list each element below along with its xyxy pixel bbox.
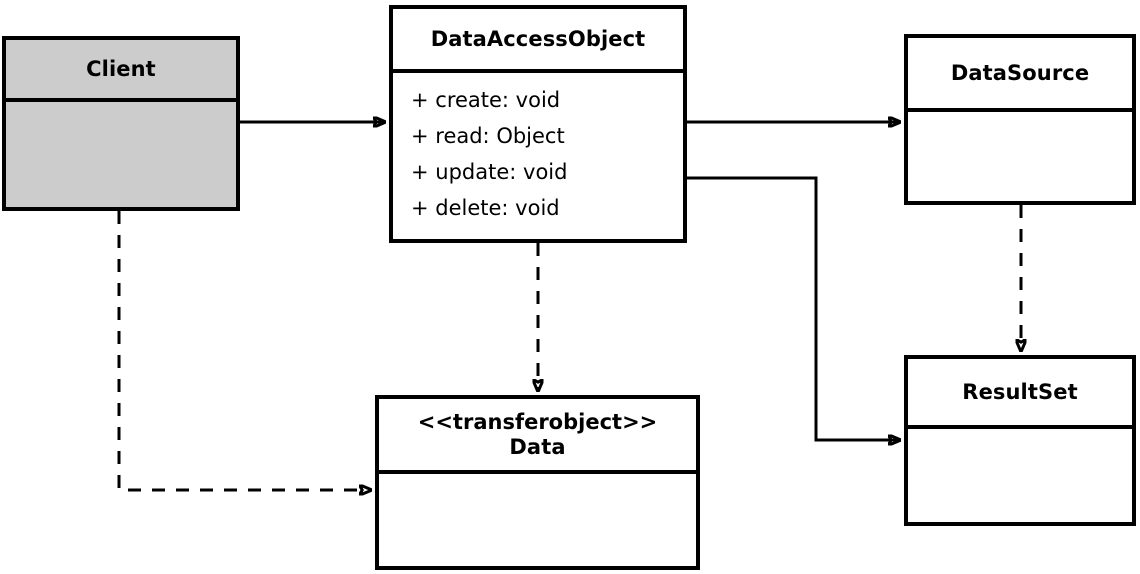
class-name-result-set: ResultSet	[962, 379, 1078, 404]
class-body-client	[6, 102, 236, 207]
class-name-data-access-object: DataAccessObject	[430, 26, 646, 51]
class-box-result-set[interactable]: ResultSet	[904, 355, 1136, 526]
edge-client-to-data	[117, 211, 371, 490]
class-box-data[interactable]: <<transferobject>> Data	[375, 395, 700, 570]
edge-dao-to-resultset	[687, 176, 900, 440]
class-header-client: Client	[6, 40, 236, 102]
class-box-data-source[interactable]: DataSource	[904, 34, 1136, 205]
class-member: + update: void	[411, 160, 568, 184]
class-header-data-access-object: DataAccessObject	[393, 9, 683, 73]
class-member: + create: void	[411, 88, 561, 112]
class-header-result-set: ResultSet	[908, 359, 1132, 429]
class-name-data: Data	[509, 434, 566, 459]
class-name-data-source: DataSource	[950, 60, 1090, 85]
class-box-client[interactable]: Client	[2, 36, 240, 211]
class-body-result-set	[908, 429, 1132, 522]
class-box-data-access-object[interactable]: DataAccessObject + create: void + read: …	[389, 5, 687, 243]
class-body-data-access-object: + create: void + read: Object + update: …	[393, 73, 683, 239]
class-body-data	[379, 474, 696, 566]
class-name-client: Client	[86, 56, 156, 81]
class-header-data: <<transferobject>> Data	[379, 399, 696, 474]
class-header-data-source: DataSource	[908, 38, 1132, 112]
class-body-data-source	[908, 112, 1132, 201]
class-member: + read: Object	[411, 124, 565, 148]
class-member: + delete: void	[411, 196, 560, 220]
class-stereotype-data: <<transferobject>>	[417, 410, 658, 435]
